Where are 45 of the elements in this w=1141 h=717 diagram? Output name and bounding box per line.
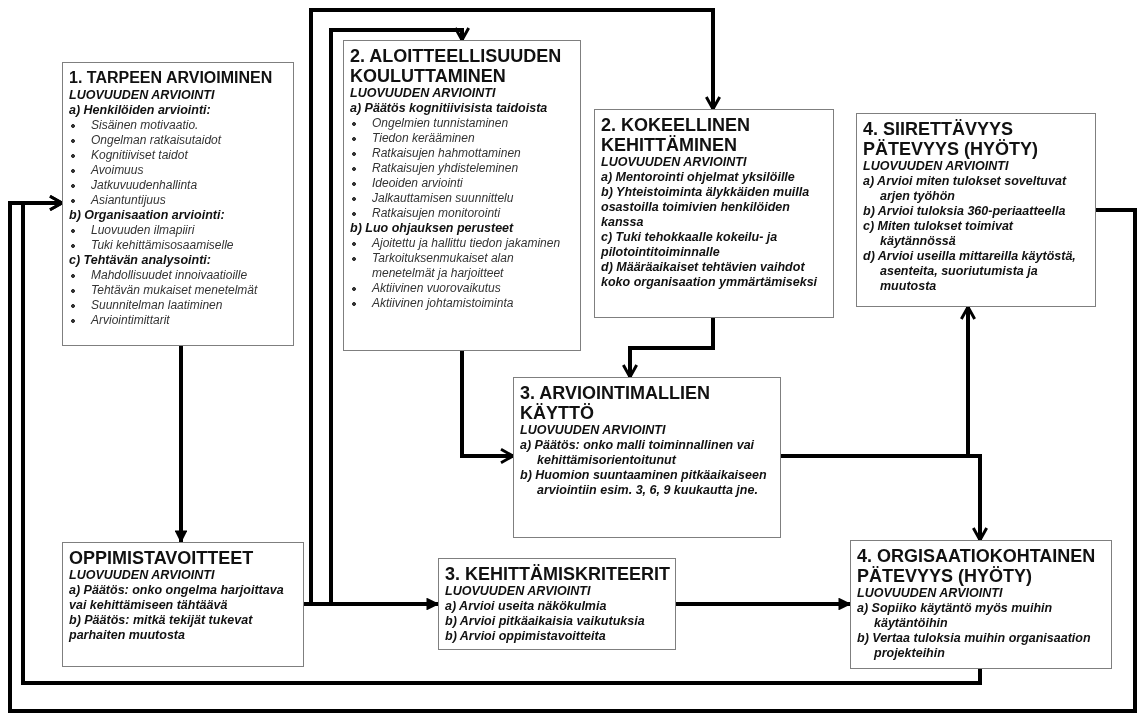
list-item: b) Arvioi oppimistavoitteita: [445, 629, 607, 644]
arrow: [676, 597, 852, 611]
process-box: [343, 40, 581, 351]
box-subheading: LUOVUUDEN ARVIOINTI: [69, 88, 216, 103]
process-box: [856, 113, 1096, 307]
list-item: c) Tehtävän analysointi:: [69, 253, 212, 268]
box-heading: 3. KEHITTÄMISKRITEERIT: [445, 564, 670, 584]
arrow: [174, 346, 188, 544]
process-box: [62, 542, 304, 667]
list-item: d) Arvioi useilla mittareilla käytöstä, asenteita, suoriutumista ja muutosta: [863, 249, 1077, 294]
process-box: [62, 62, 294, 346]
arrow: [21, 194, 982, 685]
list-item: a) Henkilöiden arviointi:: [69, 103, 212, 118]
list-item: b) Vertaa tuloksia muihin organisaation projekteihin: [857, 631, 1092, 661]
box-subheading: LUOVUUDEN ARVIOINTI: [520, 423, 667, 438]
box-subheading: LUOVUUDEN ARVIOINTI: [863, 159, 1010, 174]
list-item: b) Arvioi pitkäaikaisia vaikutuksia: [445, 614, 646, 629]
box-heading: 2. ALOITTEELLISUUDEN KOULUTTAMINEN: [350, 46, 563, 86]
list-item: a) Päätös kognitiivisista taidoista: [350, 101, 549, 116]
list-item: b) Organisaation arviointi:: [69, 208, 226, 223]
list-item: a) Arvioi useita näkökulmia: [445, 599, 608, 614]
box-subheading: LUOVUUDEN ARVIOINTI: [350, 86, 497, 101]
list-item: d) Määräaikaiset tehtävien vaihdot koko organisaation ymmärtämiseksi: [601, 260, 819, 290]
box-heading: 3. ARVIOINTIMALLIEN KÄYTTÖ: [520, 383, 711, 423]
box-heading: 2. KOKEELLINEN KEHITTÄMINEN: [601, 115, 752, 155]
box-subheading: LUOVUUDEN ARVIOINTI: [857, 586, 1004, 601]
box-heading: OPPIMISTAVOITTEET: [69, 548, 255, 568]
list-item: b) Päätös: mitkä tekijät tukevat parhaiten muutosta: [69, 613, 254, 643]
box-subheading: LUOVUUDEN ARVIOINTI: [445, 584, 592, 599]
arrow: [460, 351, 515, 465]
arrow: [621, 318, 715, 379]
arrow: [781, 454, 989, 542]
list-item: b) Arvioi tuloksia 360-periaatteella: [863, 204, 1067, 219]
process-box: [594, 109, 834, 318]
process-box: [438, 558, 676, 650]
box-heading: 4. ORGISAATIOKOHTAINEN PÄTEVYYS (HYÖTY): [857, 546, 1097, 586]
process-box: [850, 540, 1112, 669]
list-item: b) Luo ohjauksen perusteet: [350, 221, 515, 236]
box-heading: 1. TARPEEN ARVIOIMINEN: [69, 68, 274, 88]
process-box: [513, 377, 781, 538]
box-subheading: LUOVUUDEN ARVIOINTI: [69, 568, 216, 583]
box-subheading: LUOVUUDEN ARVIOINTI: [601, 155, 748, 170]
list-item: b) Huomion suuntaaminen pitkäaikaiseen arviointiin esim. 3, 6, 9 kuukautta jne.: [520, 468, 768, 498]
box-heading: 4. SIIRETTÄVYYS PÄTEVYYS (HYÖTY): [863, 119, 1040, 159]
list-item: a) Mentorointi ohjelmat yksilöille: [601, 170, 796, 185]
